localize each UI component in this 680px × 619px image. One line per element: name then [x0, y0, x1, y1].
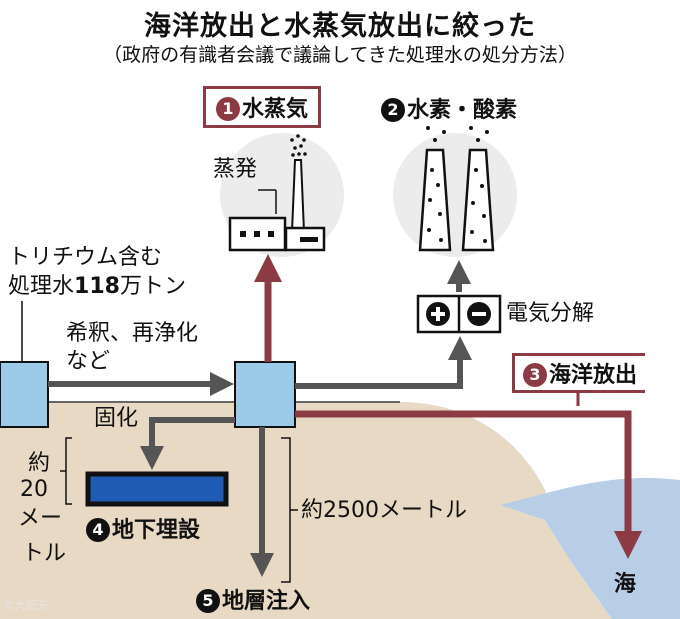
steam-dots [290, 134, 307, 157]
arrow-electrolysis [295, 336, 472, 389]
depth-20-label-2: 20 [20, 477, 48, 502]
page-subtitle: （政府の有識者会議で議論してきた処理水の処分方法） [103, 44, 577, 66]
electrolysis-label: 電気分解 [506, 301, 595, 326]
page-title: 海洋放出と水蒸気放出に絞った [144, 11, 536, 42]
solidification-label: 固化 [94, 406, 139, 431]
option-1-number: 1 [216, 97, 240, 121]
option-5-number: 5 [196, 589, 220, 613]
arrow-ocean [295, 410, 642, 559]
image-credit: ©大紀元 [4, 599, 48, 612]
treated-water-label-2: 処理水118万トン [8, 274, 186, 299]
treated-water-label-1: トリチウム含む [8, 245, 163, 270]
factory-icon [228, 216, 326, 252]
depth-20-label-3: メー [18, 506, 63, 531]
depth-2500-label: 約2500メートル [301, 498, 467, 523]
evaporation-label: 蒸発 [213, 157, 258, 182]
central-tank [234, 361, 296, 428]
option-2-number: 2 [381, 98, 405, 122]
tower-right [461, 148, 495, 252]
gas-dots [426, 126, 489, 243]
dilution-label-1: 希釈、再浄化 [66, 321, 199, 346]
option-4-number: 4 [86, 518, 110, 542]
sea-area [500, 478, 680, 619]
depth-20-label-4: トル [22, 541, 67, 566]
dilution-label-2: など [66, 349, 111, 374]
option-3-number: 3 [523, 363, 547, 387]
bracket-2500m [281, 437, 298, 583]
burial-block [85, 471, 229, 507]
gas-cloud [393, 133, 517, 257]
bracket-20m [60, 437, 72, 505]
depth-20-label-1: 約 [28, 451, 51, 476]
arrow-burial [140, 417, 235, 470]
chimney-icon [290, 159, 306, 233]
electrolysis-box [416, 294, 502, 334]
sea-label: 海 [614, 572, 637, 597]
source-tank [0, 361, 49, 428]
tower-left [418, 148, 452, 252]
